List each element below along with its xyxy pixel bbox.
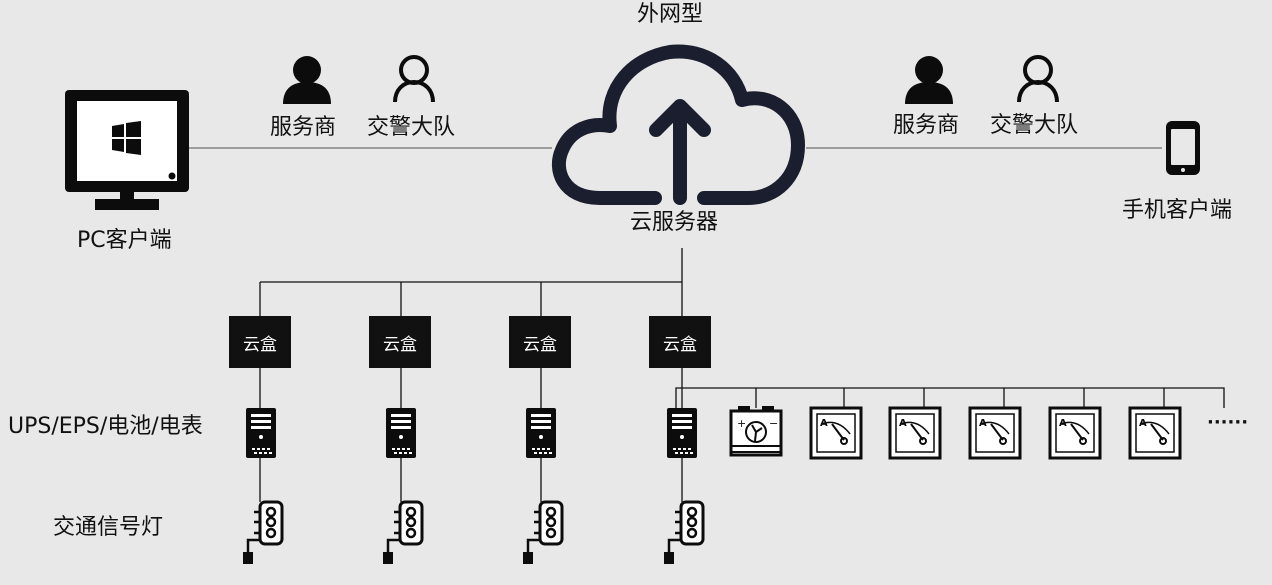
svg-text:A: A xyxy=(1059,418,1067,429)
service-provider-person-icon xyxy=(905,56,953,104)
service-provider-person-icon xyxy=(283,56,331,104)
traffic-police-person-icon xyxy=(1017,55,1059,103)
svg-text:A: A xyxy=(979,418,987,429)
traffic-light-icon xyxy=(664,500,705,564)
service-provider-label: 服务商 xyxy=(270,115,337,140)
svg-text:+: + xyxy=(737,417,746,430)
cloudbox-bus xyxy=(259,248,1225,502)
network-type-label: 外网型 xyxy=(637,2,704,27)
signal-row-label: 交通信号灯 xyxy=(53,515,164,540)
service-provider-label: 服务商 xyxy=(893,113,960,138)
electric-meter-icon: A xyxy=(968,406,1022,460)
electric-meter-icon: A xyxy=(809,406,863,460)
traffic-police-label: 交警大队 xyxy=(990,113,1079,138)
cloud-server-icon xyxy=(551,44,805,205)
svg-text:−: − xyxy=(769,417,778,430)
traffic-light-icon xyxy=(523,500,564,564)
ups-device-icon xyxy=(386,408,416,458)
svg-text:A: A xyxy=(899,418,907,429)
traffic-light-icon xyxy=(243,500,284,564)
electric-meter-icon: A xyxy=(1048,406,1102,460)
traffic-police-person-icon xyxy=(393,55,435,103)
svg-text:A: A xyxy=(820,418,828,429)
pc-client-label: PC客户端 xyxy=(77,228,172,253)
ups-device-icon xyxy=(667,408,697,458)
device-row-label: UPS/EPS/电池/电表 xyxy=(8,414,203,439)
electric-meter-icon: A xyxy=(1128,406,1182,460)
device-towers xyxy=(246,408,697,458)
cloud-box: 云盒 xyxy=(509,316,571,368)
cloud-server-label: 云服务器 xyxy=(630,210,719,235)
mobile-phone-icon xyxy=(1166,121,1200,175)
cloud-box: 云盒 xyxy=(369,316,431,368)
cloud-box: 云盒 xyxy=(229,316,291,368)
electric-meter-icon: A xyxy=(888,406,942,460)
traffic-lights xyxy=(243,500,705,564)
cloud-box: 云盒 xyxy=(649,316,711,368)
ups-device-icon xyxy=(246,408,276,458)
traffic-police-label: 交警大队 xyxy=(367,115,456,140)
ups-device-icon xyxy=(526,408,556,458)
more-ellipsis: ······ xyxy=(1207,412,1249,433)
battery-icon: + − xyxy=(729,406,783,457)
traffic-light-icon xyxy=(383,500,424,564)
mobile-client-label: 手机客户端 xyxy=(1122,198,1233,223)
windows-logo-icon xyxy=(112,121,141,155)
svg-text:A: A xyxy=(1139,418,1147,429)
